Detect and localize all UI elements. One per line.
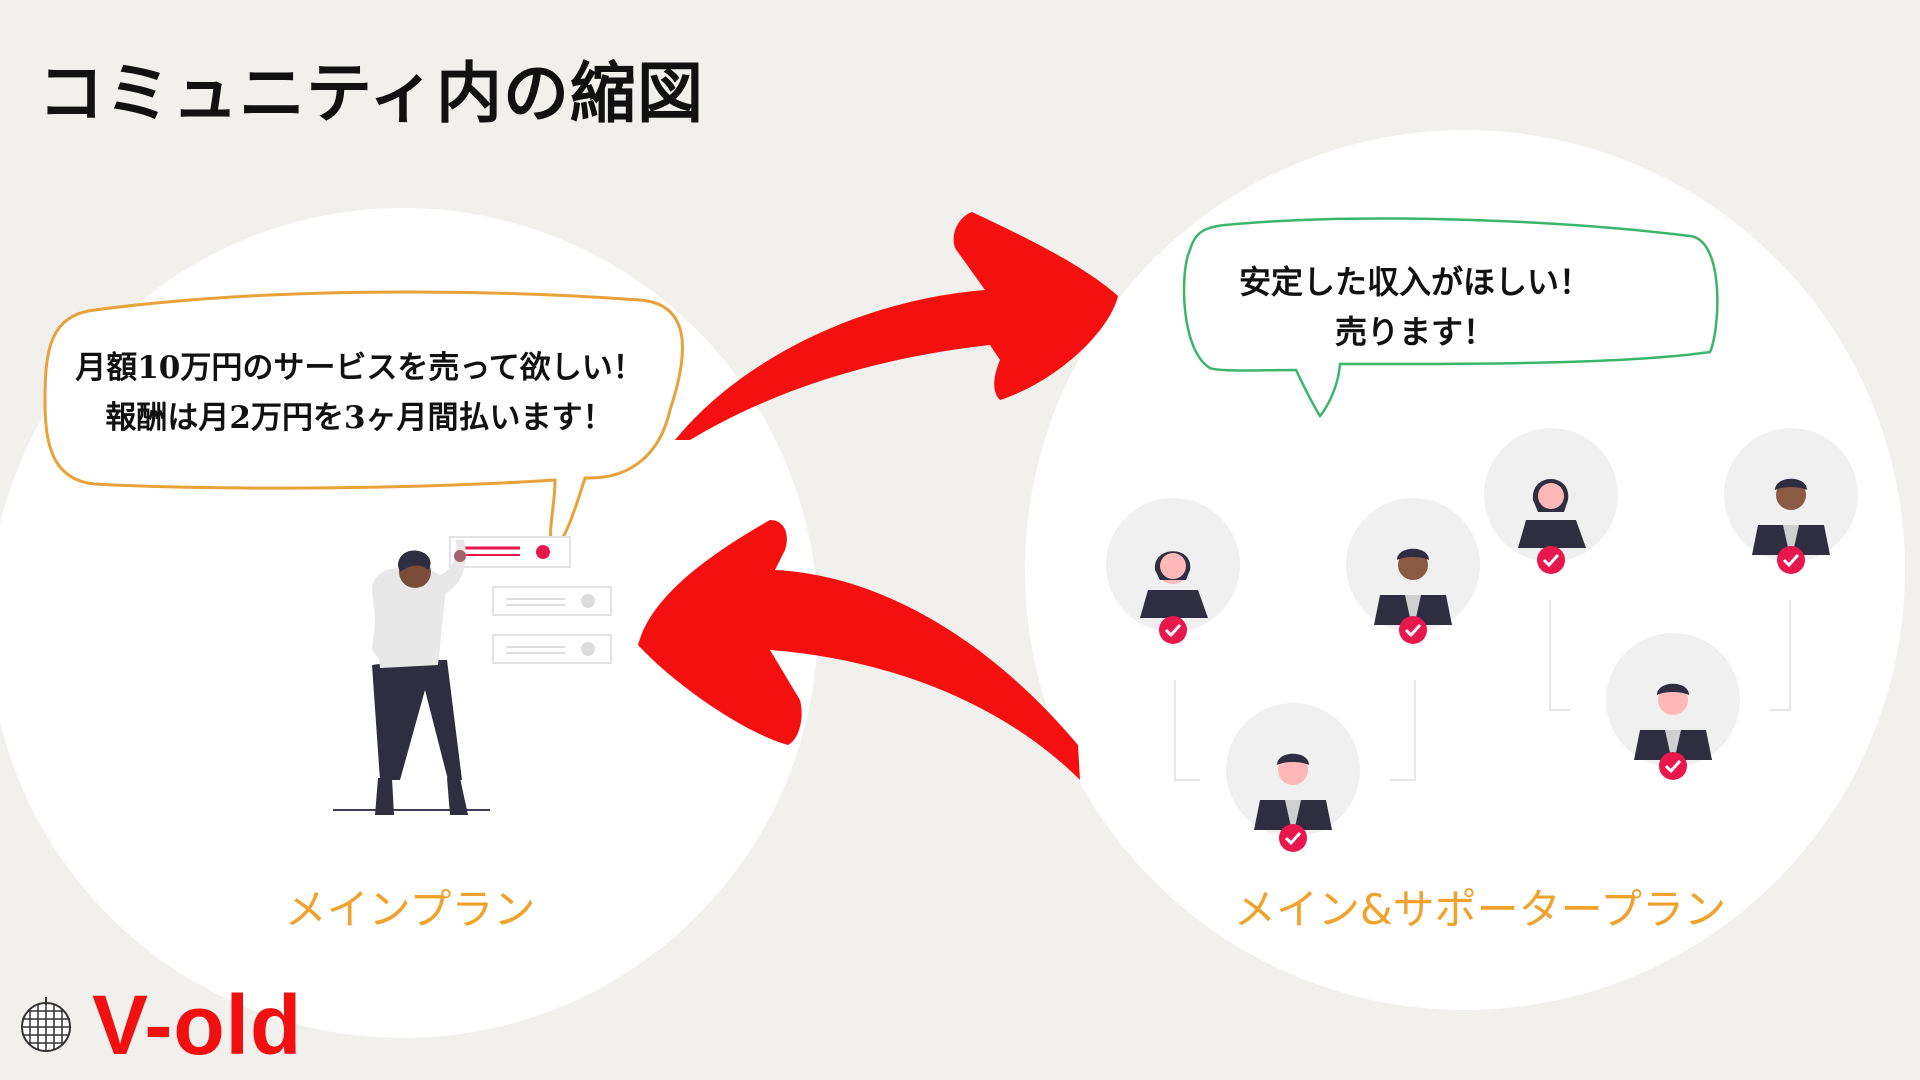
check-badge-icon bbox=[1399, 616, 1427, 644]
bubble-left-line-2: 報酬は月2万円を3ヶ月間払います！ bbox=[105, 400, 614, 436]
check-badge-icon bbox=[1777, 546, 1805, 574]
main-plan-label: メインプラン bbox=[284, 885, 536, 934]
check-badge-icon bbox=[1159, 616, 1187, 644]
bubble-right-line-1: 安定した収入がほしい！ bbox=[1238, 263, 1591, 301]
speech-bubble-left: 月額10万円のサービスを売って欲しい！ 報酬は月2万円を3ヶ月間払います！ bbox=[52, 343, 667, 443]
speech-bubble-right-outline bbox=[1182, 217, 1719, 419]
page-title: コミュニティ内の縮図 bbox=[38, 55, 705, 132]
supporter-plan-label: メイン&サポータープラン bbox=[1233, 885, 1727, 934]
arrow-left-icon bbox=[638, 520, 1080, 780]
brand-logo: V-old bbox=[18, 978, 303, 1072]
arrow-right-icon bbox=[675, 212, 1118, 440]
check-badge-icon bbox=[1537, 546, 1565, 574]
check-badge-icon bbox=[1659, 752, 1687, 780]
check-badge-icon bbox=[1279, 824, 1307, 852]
avatar-man-3 bbox=[1606, 633, 1740, 767]
logo-text: V-old bbox=[92, 978, 303, 1072]
speech-bubble-right: 安定した収入がほしい！ 売ります！ bbox=[1190, 257, 1640, 357]
avatar-man-dark-1 bbox=[1346, 498, 1480, 632]
avatar-man-4 bbox=[1226, 703, 1360, 837]
bubble-left-line-1: 月額10万円のサービスを売って欲しい！ bbox=[75, 350, 644, 386]
globe-icon bbox=[21, 997, 71, 1052]
avatar-woman-1 bbox=[1106, 498, 1240, 632]
avatar-man-dark-2 bbox=[1724, 428, 1858, 562]
avatar-woman-2 bbox=[1484, 428, 1618, 562]
bubble-right-line-2: 売ります！ bbox=[1334, 313, 1495, 351]
